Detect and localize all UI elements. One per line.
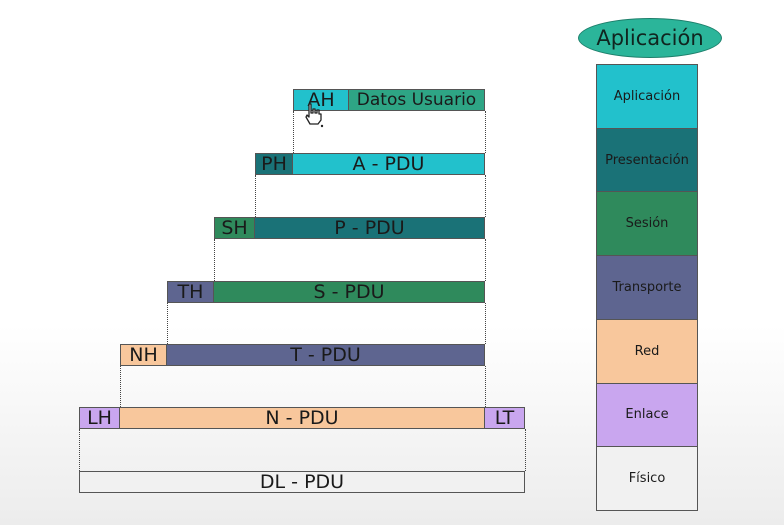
layer-transporte: Transporte	[597, 256, 697, 320]
n-pdu: N - PDU	[120, 407, 485, 429]
ph-header: PH	[255, 153, 293, 175]
layer-aplicacion: Aplicación	[597, 65, 697, 129]
row-presentation: PH A - PDU	[255, 153, 485, 175]
connector-line	[214, 239, 215, 281]
connector-line	[485, 366, 486, 407]
connector-line	[485, 111, 486, 153]
connector-line	[79, 429, 80, 471]
connector-line	[525, 429, 526, 471]
row-network: NH T - PDU	[120, 344, 485, 366]
lh-header: LH	[79, 407, 120, 429]
nh-header: NH	[120, 344, 167, 366]
connector-line	[293, 111, 294, 153]
layer-presentacion: Presentación	[597, 128, 697, 193]
row-session: SH P - PDU	[214, 217, 485, 239]
th-header: TH	[167, 281, 214, 303]
row-datalink: LH N - PDU LT	[79, 407, 525, 429]
layer-red: Red	[597, 319, 697, 384]
lt-trailer: LT	[485, 407, 525, 429]
sh-header: SH	[214, 217, 255, 239]
layer-enlace: Enlace	[597, 383, 697, 448]
user-data: Datos Usuario	[349, 89, 485, 111]
layer-sesion: Sesión	[597, 192, 697, 257]
a-pdu: A - PDU	[293, 153, 485, 175]
connector-line	[120, 366, 121, 407]
row-physical: DL - PDU	[79, 471, 525, 493]
t-pdu: T - PDU	[167, 344, 485, 366]
connector-line	[485, 239, 486, 281]
row-application: AH Datos Usuario	[293, 89, 485, 111]
stack-title: Aplicación	[578, 18, 722, 58]
hand-cursor-icon	[302, 102, 324, 132]
ah-header: AH	[293, 89, 349, 111]
connector-line	[167, 303, 168, 344]
row-transport: TH S - PDU	[167, 281, 485, 303]
connector-line	[485, 175, 486, 217]
osi-layer-stack: Aplicación Presentación Sesión Transport…	[596, 64, 698, 511]
connector-line	[485, 303, 486, 344]
s-pdu: S - PDU	[214, 281, 485, 303]
connector-line	[255, 175, 256, 217]
p-pdu: P - PDU	[255, 217, 485, 239]
layer-fisico: Físico	[597, 447, 697, 511]
dl-pdu: DL - PDU	[79, 471, 525, 493]
